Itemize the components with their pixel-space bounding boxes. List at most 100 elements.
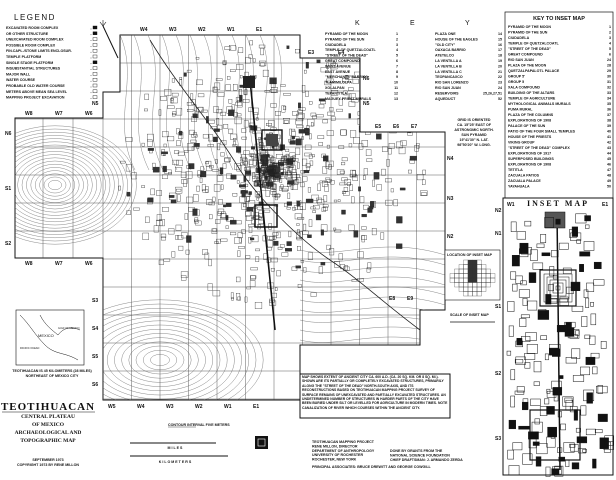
structure xyxy=(519,318,527,327)
structure xyxy=(184,213,188,220)
inset-key-item-number: 24 xyxy=(607,58,611,62)
pyramid-step xyxy=(555,285,561,291)
structure xyxy=(294,213,302,220)
structure xyxy=(352,170,356,177)
structure xyxy=(533,361,542,373)
structure xyxy=(215,159,218,164)
structure xyxy=(603,441,614,450)
structure xyxy=(186,196,194,204)
structure xyxy=(516,386,525,393)
contour-line xyxy=(35,170,75,200)
grid-label: W6 xyxy=(85,261,93,267)
structure xyxy=(246,166,251,173)
structure xyxy=(311,194,319,201)
inset-key-item-number: 38 xyxy=(607,119,611,123)
structure xyxy=(549,347,560,356)
legend-item-label: MAPPING PROJECT EXCAVATION xyxy=(6,96,65,100)
structure xyxy=(200,170,207,178)
structure xyxy=(295,49,300,54)
structure xyxy=(205,160,212,167)
structure xyxy=(210,126,218,130)
structure xyxy=(252,58,256,63)
contour-line xyxy=(121,337,199,383)
structure xyxy=(307,234,312,238)
structure xyxy=(540,335,547,340)
contour-line xyxy=(175,35,192,171)
structure xyxy=(170,199,177,204)
structure xyxy=(351,99,359,103)
structure xyxy=(536,243,545,248)
structure xyxy=(168,228,175,235)
location-cell xyxy=(472,264,478,270)
structure xyxy=(238,47,244,53)
inset-key-item-number: 28 xyxy=(607,64,611,68)
grid-label: E6 xyxy=(393,124,399,130)
structure xyxy=(150,188,155,196)
structure xyxy=(267,154,270,158)
structure xyxy=(565,399,573,411)
structure xyxy=(202,134,209,139)
structure xyxy=(164,89,172,96)
structure xyxy=(233,138,237,141)
structure xyxy=(214,241,219,244)
structure xyxy=(559,296,569,306)
key-item-number: 8 xyxy=(396,70,398,74)
location-cell xyxy=(467,277,473,283)
structure xyxy=(291,169,297,175)
structure xyxy=(296,177,302,183)
structure xyxy=(592,458,597,469)
structure xyxy=(593,261,602,269)
structure xyxy=(254,191,260,198)
contour-line xyxy=(30,167,80,203)
structure xyxy=(344,265,348,271)
structure xyxy=(293,205,298,210)
inset-key-item-number: 36 xyxy=(607,108,611,112)
structure xyxy=(371,87,379,92)
contour-line xyxy=(114,333,206,387)
legend-symbol-icon xyxy=(92,77,98,82)
structure xyxy=(576,239,581,244)
structure xyxy=(291,158,299,162)
structure xyxy=(548,284,554,292)
structure xyxy=(373,172,380,180)
grid-label: W4 xyxy=(137,404,145,410)
structure xyxy=(244,170,251,175)
structure xyxy=(241,136,247,140)
structure xyxy=(348,101,356,107)
structure xyxy=(319,180,326,184)
structure xyxy=(258,142,264,148)
structure xyxy=(295,118,303,125)
structure xyxy=(230,174,237,180)
structure xyxy=(217,211,222,216)
structure xyxy=(300,182,305,188)
structure xyxy=(125,137,133,142)
structure xyxy=(171,251,176,258)
structure xyxy=(593,279,605,286)
structure xyxy=(237,232,243,238)
location-cell xyxy=(472,259,478,265)
structure xyxy=(215,78,223,81)
key-item-name: CIUDADELA xyxy=(325,43,347,47)
structure xyxy=(297,284,302,288)
inset-key-item-number: 40 xyxy=(607,130,611,134)
structure xyxy=(288,165,294,169)
structure xyxy=(266,170,274,174)
structure xyxy=(552,466,562,475)
grid-label: W1 xyxy=(227,27,235,33)
grid-label: S2 xyxy=(495,371,501,377)
structure xyxy=(262,181,270,188)
structure xyxy=(367,207,373,213)
structure xyxy=(316,197,322,203)
structure xyxy=(287,161,292,167)
inset-key-item-name: TEMPLE OF AGRICULTURE xyxy=(508,97,556,101)
key-item-name: OAXACA BARRIO xyxy=(435,48,466,52)
inset-key-title: KEY TO INSET MAP xyxy=(533,16,585,22)
structure xyxy=(353,230,359,238)
grid-label: S5 xyxy=(92,354,98,360)
legend-item-label: EXCAVATED ROOM COMPLEX xyxy=(6,26,59,30)
copyright: COPYRIGHT 1973 BY RENE MILLON xyxy=(17,463,79,467)
structure xyxy=(552,275,558,280)
structure xyxy=(582,449,587,453)
structure xyxy=(358,143,364,150)
structure xyxy=(352,78,359,84)
